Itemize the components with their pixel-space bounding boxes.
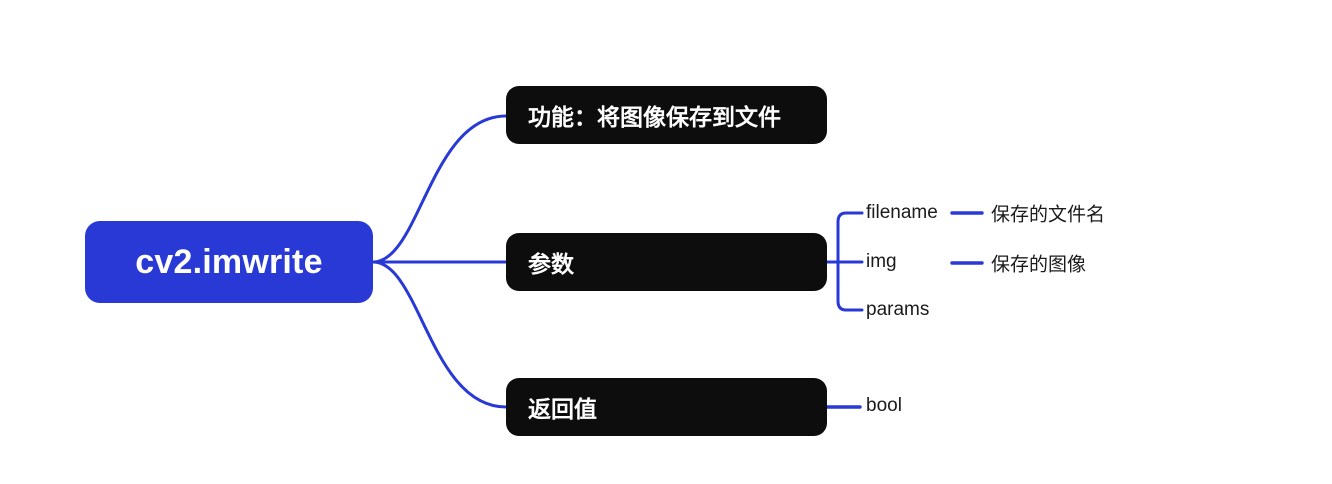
branch-node-params[interactable]: 参数 xyxy=(506,233,827,291)
leaf-description-img[interactable]: 保存的图像 xyxy=(991,254,1087,276)
leaf-node-filename[interactable]: filename xyxy=(866,202,938,223)
branch-node-params-label: 参数 xyxy=(528,251,574,277)
branch-node-function-label: 功能：将图像保存到文件 xyxy=(528,104,781,130)
edge-root-to-function xyxy=(371,114,508,264)
root-node-label: cv2.imwrite xyxy=(135,242,323,281)
leaf-node-img[interactable]: img xyxy=(866,251,897,272)
bracket-params-children xyxy=(836,211,857,312)
root-node-cv2-imwrite[interactable]: cv2.imwrite xyxy=(85,221,373,303)
branch-node-return-label: 返回值 xyxy=(528,396,597,422)
leaf-node-params[interactable]: params xyxy=(866,299,930,320)
edge-root-to-return xyxy=(371,260,508,409)
branch-node-function[interactable]: 功能：将图像保存到文件 xyxy=(506,86,827,144)
leaf-description-filename[interactable]: 保存的文件名 xyxy=(991,204,1106,226)
leaf-node-bool[interactable]: bool xyxy=(866,395,902,416)
branch-node-return[interactable]: 返回值 xyxy=(506,378,827,436)
